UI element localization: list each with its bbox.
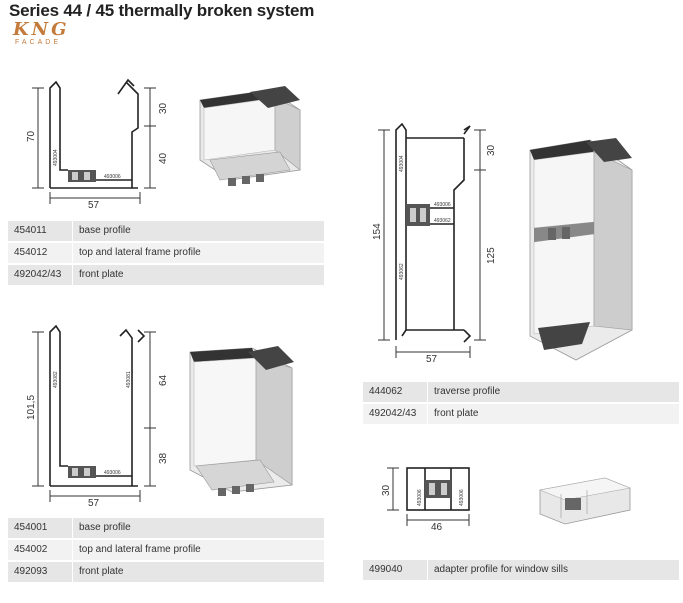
section-d-drawing: 30 46 493006 493006	[381, 467, 470, 533]
section-c-left-code: 493062	[399, 263, 405, 280]
part-description: base profile	[72, 518, 324, 538]
logo-mark: KNG	[13, 19, 70, 40]
part-description: top and lateral frame profile	[72, 540, 324, 560]
section-b-lower-label: 38	[158, 452, 169, 464]
part-code: 454011	[14, 225, 47, 236]
section-a-width-label: 57	[88, 200, 100, 210]
part-code: 454001	[14, 522, 48, 533]
section-c-mid1-code: 493006	[434, 202, 451, 208]
table-row: 492042/43 front plate	[8, 265, 324, 287]
section-c-render	[529, 138, 633, 361]
section-a-drawing: 70 30 40 57 493004 493006	[26, 78, 169, 210]
section-a-height-label: 70	[26, 130, 37, 142]
section-b-bottom-code: 493006	[104, 470, 121, 476]
table-row: 444062 traverse profile	[363, 382, 679, 404]
section-c-table: 444062 traverse profile 492042/43 front pl…	[363, 382, 679, 426]
section-b-render	[189, 346, 294, 496]
table-row: 454002 top and lateral frame profile	[8, 540, 324, 562]
table-row: 454011 base profile	[8, 221, 324, 243]
part-description: front plate	[72, 562, 324, 582]
part-code: 454002	[14, 544, 48, 555]
part-description: adapter profile for window sills	[427, 560, 679, 580]
page-title: Series 44 / 45 thermally broken system	[9, 1, 315, 20]
part-description: front plate	[72, 265, 324, 285]
section-a-upper-label: 30	[158, 102, 169, 114]
section-d-table: 499040 adapter profile for window sills	[363, 560, 679, 582]
part-code: 454012	[14, 247, 48, 258]
kng-logo: KNG FACADE	[13, 21, 85, 51]
part-code: 492093	[14, 566, 48, 577]
section-b-width-label: 57	[88, 498, 100, 508]
logo-subtitle: FACADE	[15, 39, 62, 46]
section-a-lower-label: 40	[158, 152, 169, 164]
section-a-left-code: 493004	[53, 149, 59, 166]
section-d-height-label: 30	[381, 484, 392, 496]
section-c-height-label: 154	[372, 223, 383, 240]
table-row: 454012 top and lateral frame profile	[8, 243, 324, 265]
section-c-mid2-code: 493062	[434, 218, 451, 224]
section-b-right-code: 493081	[126, 371, 132, 388]
table-row: 454001 base profile	[8, 518, 324, 540]
part-code: 492042/43	[369, 408, 417, 419]
section-c-lower-label: 125	[486, 247, 497, 264]
section-d-render	[538, 477, 632, 525]
section-b-upper-label: 64	[158, 374, 169, 386]
part-code: 499040	[369, 564, 403, 575]
section-b-left-code: 493082	[53, 371, 59, 388]
part-description: front plate	[427, 404, 679, 424]
part-code: 444062	[369, 386, 403, 397]
section-d-right-code: 493006	[459, 489, 465, 506]
section-a-render	[199, 86, 301, 186]
section-c-top-code: 493004	[399, 155, 405, 172]
table-row: 499040 adapter profile for window sills	[363, 560, 679, 582]
section-b-table: 454001 base profile 454002 top and lateral…	[8, 518, 324, 584]
section-a-table: 454011 base profile 454012 top and lateral…	[8, 221, 324, 287]
part-code: 492042/43	[14, 269, 62, 280]
section-a-bottom-code: 493006	[104, 174, 121, 180]
section-c-drawing: 154 30 125 57 493004 493006 493062 49306…	[372, 122, 497, 365]
section-d-width-label: 46	[431, 522, 443, 533]
part-description: top and lateral frame profile	[72, 243, 324, 263]
section-c-upper-label: 30	[486, 144, 497, 156]
part-description: base profile	[72, 221, 324, 241]
section-d-left-code: 493006	[417, 489, 423, 506]
section-c-width-label: 57	[426, 354, 438, 365]
part-description: traverse profile	[427, 382, 679, 402]
section-b-drawing: 101,5 64 38 57 493082 493081 493006	[26, 324, 169, 508]
table-row: 492042/43 front plate	[363, 404, 679, 426]
table-row: 492093 front plate	[8, 562, 324, 584]
section-b-height-label: 101,5	[26, 395, 37, 420]
